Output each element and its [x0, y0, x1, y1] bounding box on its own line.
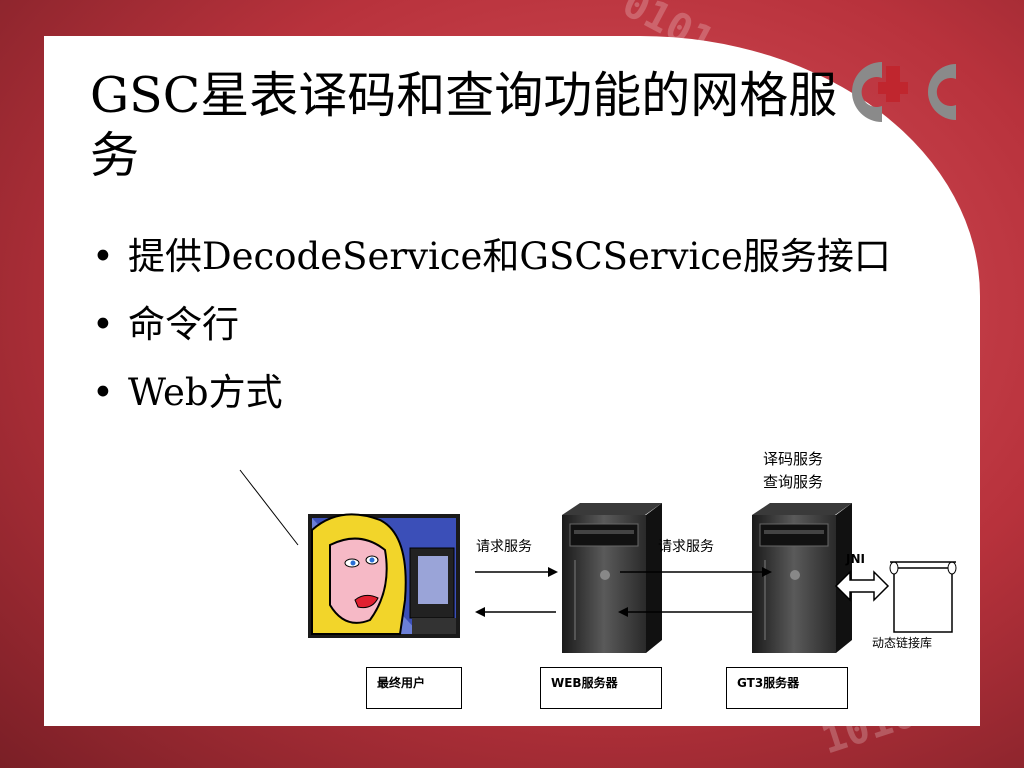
request-label-2: 请求服务: [658, 539, 714, 555]
web-server-icon: [562, 503, 662, 653]
gt3-server-icon: [752, 503, 852, 653]
end-user-box: 最终用户: [366, 667, 462, 709]
bullet-text: Web方式: [128, 371, 283, 414]
gt3-server-box: GT3服务器: [726, 667, 848, 709]
company-logo-icon: [852, 62, 956, 122]
callout-line: [239, 469, 299, 546]
bullet-item: •命令行: [92, 303, 239, 346]
web-server-box: WEB服务器: [540, 667, 662, 709]
bullet-list: •提供DecodeService和GSCService服务接口 •命令行 •We…: [92, 232, 912, 436]
jni-label: JNI: [846, 552, 865, 566]
bullet-text: 提供DecodeService和GSCService服务接口: [128, 235, 891, 278]
bullet-item: •提供DecodeService和GSCService服务接口: [92, 235, 891, 278]
request-label-1: 请求服务: [476, 539, 532, 555]
slide-title: GSC星表译码和查询功能的网格服务: [90, 67, 838, 184]
services-label-line1: 译码服务: [763, 450, 824, 468]
services-label-line2: 查询服务: [763, 473, 824, 491]
bullet-item: •Web方式: [92, 371, 283, 414]
jni-double-arrow-icon: [834, 570, 890, 602]
bullet-text: 命令行: [128, 303, 239, 346]
library-label: 动态链接库: [872, 636, 933, 650]
dynamic-library-scroll-icon: [889, 561, 957, 633]
end-user-illustration-icon: [308, 513, 460, 638]
